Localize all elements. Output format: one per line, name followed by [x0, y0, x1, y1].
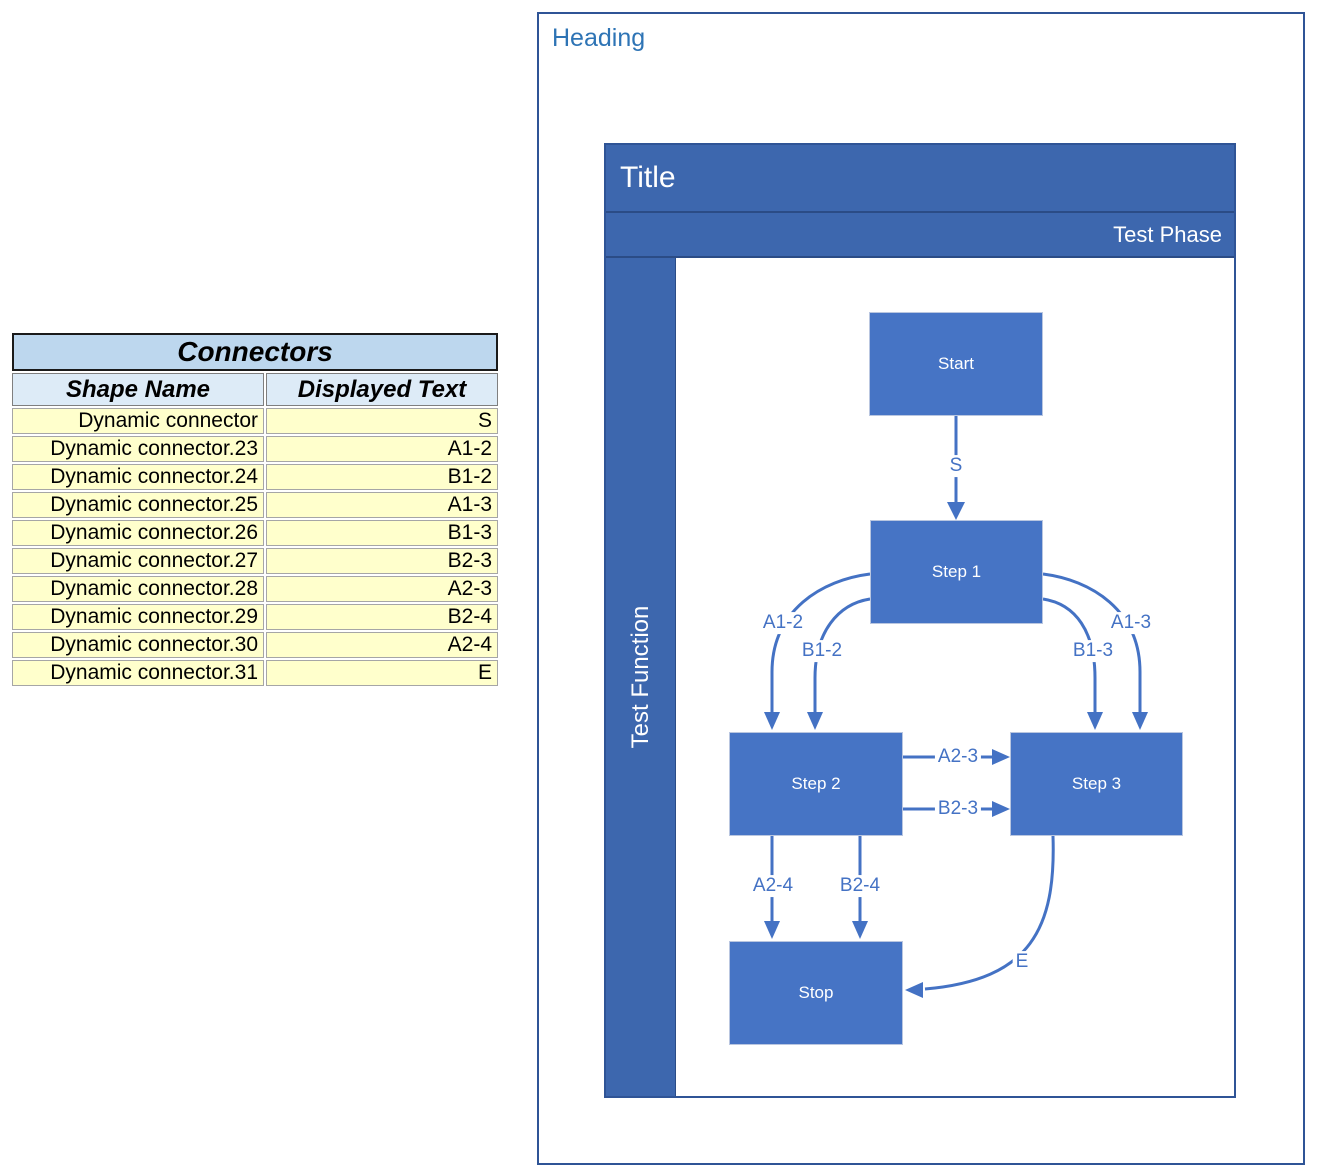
column-header-displayed-text: Displayed Text: [266, 373, 499, 406]
column-header-shape-name: Shape Name: [12, 373, 264, 406]
connector-s-arrowhead: [947, 502, 965, 520]
flowchart-canvas: Start Step 1 Step 2 Step 3 Stop S A1-2 B…: [676, 258, 1234, 1096]
connector-b1-2-line: [813, 597, 871, 714]
table-row: Dynamic connector.26 B1-3: [12, 520, 499, 546]
function-sidebar-label: Test Function: [626, 605, 654, 749]
shape-name-cell: Dynamic connector: [12, 408, 264, 434]
function-sidebar: Test Function: [606, 258, 676, 1096]
displayed-text-cell: A2-3: [266, 576, 499, 602]
table-row: Dynamic connector.30 A2-4: [12, 632, 499, 658]
node-step1: Step 1: [870, 520, 1043, 624]
table-row: Dynamic connector.24 B1-2: [12, 464, 499, 490]
connector-b1-2-arrowhead: [807, 712, 823, 730]
edge-label-a2-3: A2-3: [934, 746, 982, 768]
table-row: Dynamic connector S: [12, 408, 499, 434]
connector-a2-4-arrowhead: [764, 921, 780, 939]
connector-b1-3-line: [1042, 597, 1097, 714]
edge-label-a1-3: A1-3: [1107, 612, 1155, 634]
shape-name-cell: Dynamic connector.27: [12, 548, 264, 574]
table-row: Dynamic connector.23 A1-2: [12, 436, 499, 462]
band-body: Test Function: [606, 258, 1234, 1096]
displayed-text-cell: A1-3: [266, 492, 499, 518]
table-row: Dynamic connector.31 E: [12, 660, 499, 686]
edge-label-b2-3: B2-3: [934, 798, 982, 820]
shape-name-cell: Dynamic connector.24: [12, 464, 264, 490]
displayed-text-cell: B2-4: [266, 604, 499, 630]
connector-a2-3-arrowhead: [992, 749, 1010, 765]
edge-label-b2-4: B2-4: [836, 875, 884, 897]
node-start: Start: [869, 312, 1043, 416]
connector-a1-3-arrowhead: [1132, 712, 1148, 730]
table-row: Dynamic connector.29 B2-4: [12, 604, 499, 630]
shape-name-cell: Dynamic connector.28: [12, 576, 264, 602]
edge-label-a1-2: A1-2: [759, 612, 807, 634]
phase-bar: Test Phase: [606, 213, 1234, 258]
connector-b2-3-arrowhead: [992, 801, 1010, 817]
shape-name-cell: Dynamic connector.29: [12, 604, 264, 630]
connector-a1-3-line: [1042, 572, 1142, 714]
table-title-row: Connectors: [12, 333, 499, 371]
title-bar: Title: [606, 145, 1234, 213]
title-bar-label: Title: [620, 161, 676, 194]
edge-label-b1-2: B1-2: [798, 640, 846, 662]
diagram-heading: Heading: [552, 24, 646, 52]
displayed-text-cell: A2-4: [266, 632, 499, 658]
edge-label-a2-4: A2-4: [749, 875, 797, 897]
node-step3: Step 3: [1010, 732, 1183, 836]
displayed-text-cell: B2-3: [266, 548, 499, 574]
displayed-text-cell: B1-2: [266, 464, 499, 490]
phase-bar-label: Test Phase: [1113, 221, 1222, 247]
node-step2: Step 2: [729, 732, 903, 836]
table-row: Dynamic connector.27 B2-3: [12, 548, 499, 574]
shape-name-cell: Dynamic connector.26: [12, 520, 264, 546]
edge-label-b1-3: B1-3: [1069, 640, 1117, 662]
node-stop: Stop: [729, 941, 903, 1045]
connector-a1-2-line: [770, 572, 871, 714]
table-header-row: Shape Name Displayed Text: [12, 373, 499, 406]
title-band: Title Test Phase Test Function: [604, 143, 1236, 1098]
table-title: Connectors: [12, 333, 499, 371]
shape-name-cell: Dynamic connector.23: [12, 436, 264, 462]
shape-name-cell: Dynamic connector.25: [12, 492, 264, 518]
connector-b2-4-arrowhead: [852, 921, 868, 939]
displayed-text-cell: B1-3: [266, 520, 499, 546]
diagram-frame: Heading Title Test Phase Test Function: [537, 12, 1305, 1165]
table-row: Dynamic connector.25 A1-3: [12, 492, 499, 518]
connectors-table: Connectors Shape Name Displayed Text Dyn…: [10, 331, 501, 688]
displayed-text-cell: E: [266, 660, 499, 686]
table-row: Dynamic connector.28 A2-3: [12, 576, 499, 602]
connector-e-arrowhead: [905, 982, 923, 998]
connector-b1-3-arrowhead: [1087, 712, 1103, 730]
displayed-text-cell: A1-2: [266, 436, 499, 462]
connector-a1-2-arrowhead: [764, 712, 780, 730]
displayed-text-cell: S: [266, 408, 499, 434]
connector-e-line: [924, 835, 1055, 991]
shape-name-cell: Dynamic connector.31: [12, 660, 264, 686]
edge-label-e: E: [1012, 951, 1032, 973]
shape-name-cell: Dynamic connector.30: [12, 632, 264, 658]
edge-label-s: S: [946, 455, 966, 477]
